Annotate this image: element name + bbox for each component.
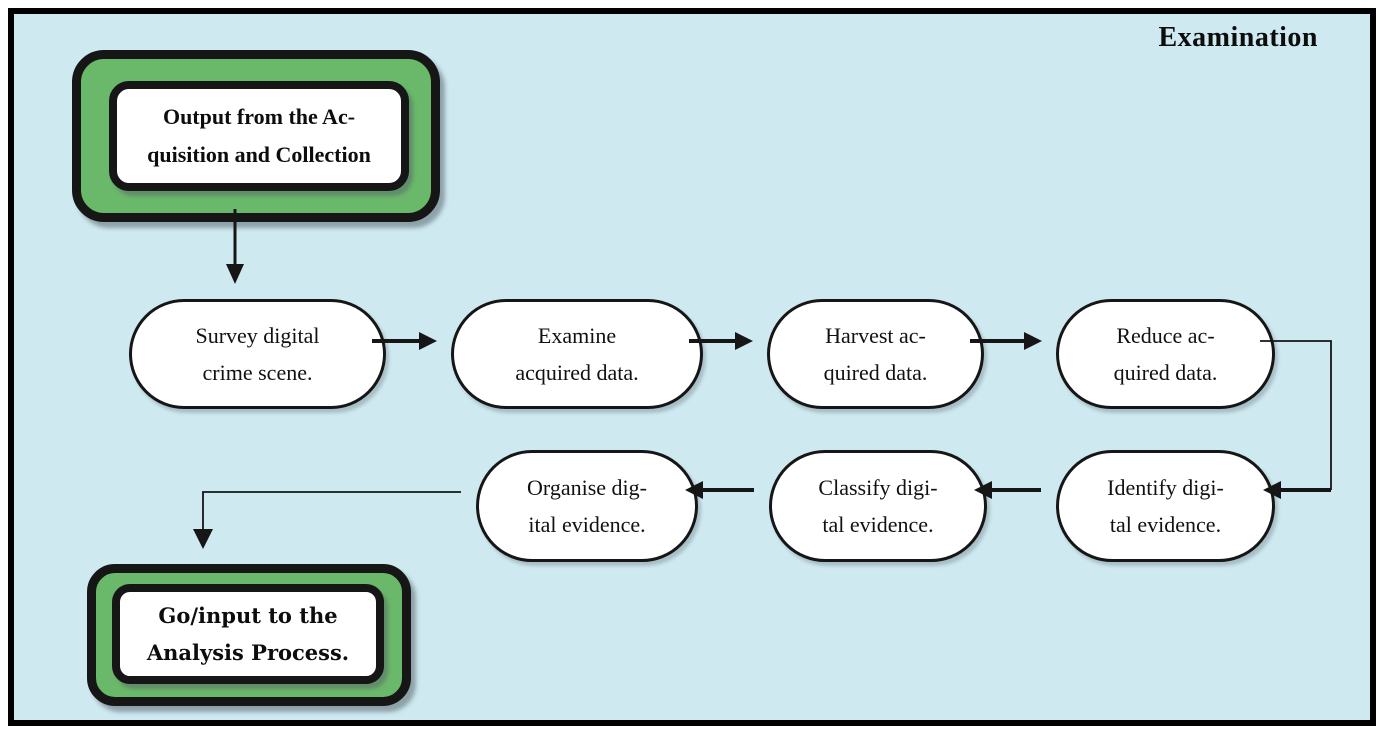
organise-label-line2: ital evidence.: [528, 512, 646, 537]
process-node-identify: Identify digi- tal evidence.: [1056, 450, 1275, 562]
end-terminal-node: Go/input to the Analysis Process.: [87, 564, 411, 706]
examine-label-line2: acquired data.: [515, 360, 639, 385]
process-node-organise: Organise dig- ital evidence.: [476, 450, 698, 562]
survey-label-line2: crime scene.: [202, 360, 313, 385]
phase-title: Examination: [1158, 22, 1318, 53]
process-node-harvest: Harvest ac- quired data.: [767, 299, 984, 409]
classify-label-line1: Classify digi-: [818, 475, 938, 500]
harvest-label-line2: quired data.: [823, 360, 928, 385]
reduce-label-line1: Reduce ac-: [1116, 323, 1215, 348]
process-node-reduce: Reduce ac- quired data.: [1056, 299, 1275, 409]
start-label-line1: Output from the Ac-: [162, 104, 356, 129]
examine-label-line1: Examine: [537, 323, 617, 348]
harvest-label-line1: Harvest ac-: [825, 323, 926, 348]
end-terminal-inner: Go/input to the Analysis Process.: [112, 584, 384, 684]
examination-phase-frame: Examination Output from the Ac- quisitio…: [8, 8, 1376, 726]
start-terminal-node: Output from the Ac- quisition and Collec…: [72, 50, 440, 222]
reduce-label-line2: quired data.: [1113, 360, 1218, 385]
identify-label-line1: Identify digi-: [1107, 475, 1224, 500]
start-label-line2: quisition and Collection: [147, 142, 371, 167]
end-label-line2: Analysis Process.: [146, 640, 350, 665]
process-node-examine: Examine acquired data.: [451, 299, 703, 409]
end-label-line1: Go/input to the: [158, 603, 338, 628]
survey-label-line1: Survey digital: [195, 323, 320, 348]
identify-label-line2: tal evidence.: [1109, 512, 1222, 537]
classify-label-line2: tal evidence.: [822, 512, 934, 537]
organise-label-line1: Organise dig-: [527, 475, 647, 500]
process-node-survey: Survey digital crime scene.: [129, 299, 386, 409]
start-terminal-inner: Output from the Ac- quisition and Collec…: [109, 81, 409, 191]
process-node-classify: Classify digi- tal evidence.: [769, 450, 987, 562]
